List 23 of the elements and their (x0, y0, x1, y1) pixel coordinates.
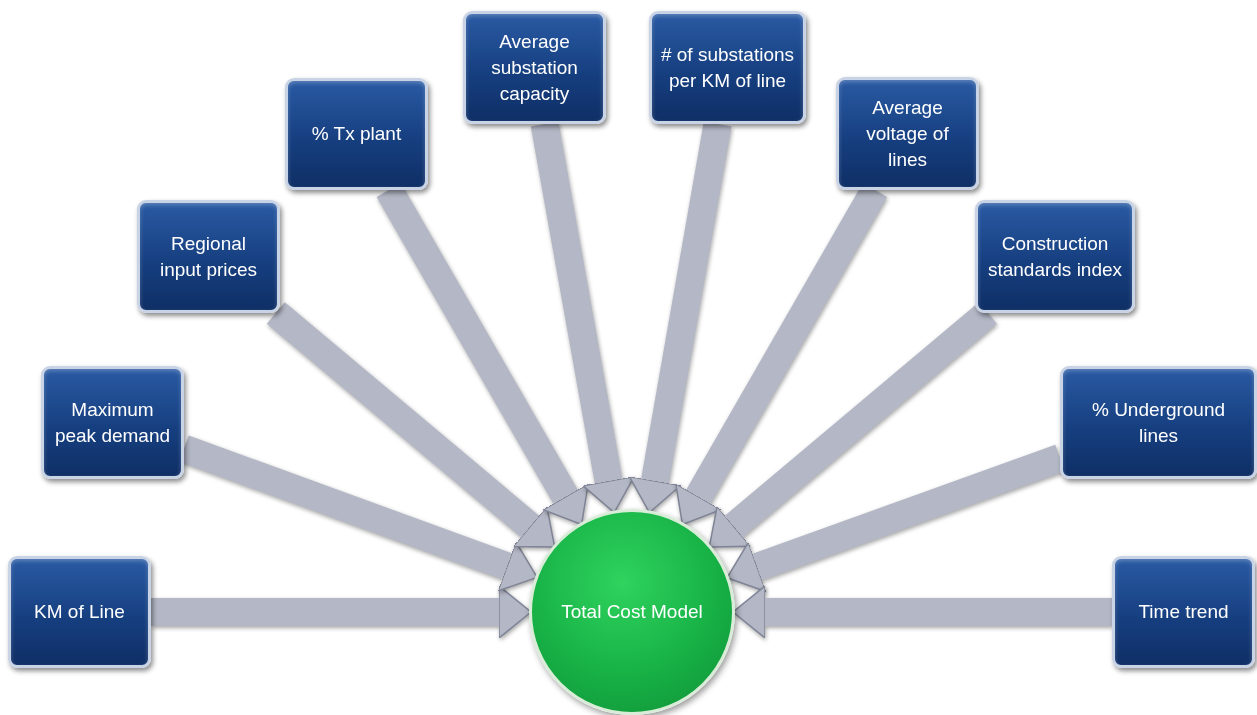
factor-box (1060, 366, 1257, 479)
factor-box (649, 11, 806, 124)
arrow (266, 302, 556, 548)
node-label: Maximum peak demand (53, 397, 172, 448)
node-label: Regional input prices (158, 231, 259, 282)
node-label: % Tx plant (311, 122, 402, 146)
factor-box (1112, 556, 1255, 668)
node-label: Average voltage of lines (865, 95, 950, 172)
factor-box (137, 200, 280, 313)
factor-box (463, 11, 606, 124)
factor-box (836, 77, 979, 190)
node-label: % Underground lines (1090, 397, 1227, 448)
node-label: KM of Line (34, 600, 125, 624)
factor-box (41, 366, 184, 479)
node-label: Total Cost Model (561, 600, 703, 624)
factor-box (285, 78, 428, 190)
model-circle (529, 509, 735, 715)
node-label: Construction standards index (986, 231, 1124, 282)
node-label: Average substation capacity (490, 29, 579, 106)
factor-box (8, 556, 151, 668)
node-label: Time trend (1138, 600, 1229, 624)
node-label: # of substations per KM of line (660, 42, 795, 93)
factor-box (975, 200, 1135, 313)
